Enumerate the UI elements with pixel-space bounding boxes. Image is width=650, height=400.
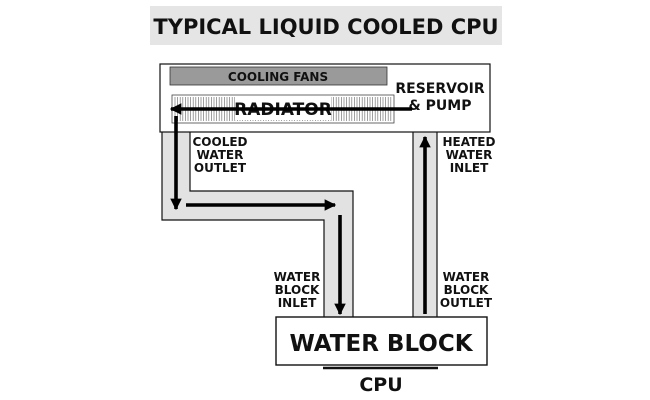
return-tube-loop	[161, 119, 354, 321]
svg-text:OUTLET: OUTLET	[194, 161, 247, 175]
svg-text:WATER: WATER	[443, 270, 490, 284]
title-band	[150, 6, 502, 45]
water-block-inlet-label: WATER BLOCK INLET	[274, 270, 321, 310]
svg-text:OUTLET: OUTLET	[440, 296, 493, 310]
svg-text:COOLED: COOLED	[192, 135, 247, 149]
svg-text:HEATED: HEATED	[443, 135, 496, 149]
reservoir-pump-label-line2: & PUMP	[409, 98, 472, 114]
water-block	[275, 316, 488, 366]
reservoir-pump-label-line1: RESERVOIR	[395, 81, 484, 97]
cooled-water-outlet-label: COOLED WATER OUTLET	[192, 135, 247, 175]
heated-water-inlet-label: HEATED WATER INLET	[443, 135, 496, 175]
cooling-fans-label: COOLING FANS	[228, 70, 328, 84]
flow-arrows	[169, 103, 431, 316]
svg-text:BLOCK: BLOCK	[275, 283, 320, 297]
cpu-label: CPU	[359, 374, 402, 396]
svg-text:INLET: INLET	[450, 161, 489, 175]
cooling-fans-bar	[169, 66, 388, 86]
water-block-label: WATER BLOCK	[289, 331, 473, 357]
svg-text:WATER: WATER	[274, 270, 321, 284]
svg-text:WATER: WATER	[197, 148, 244, 162]
svg-text:BLOCK: BLOCK	[444, 283, 489, 297]
water-block-outlet-label: WATER BLOCK OUTLET	[440, 270, 493, 310]
diagram-title: TYPICAL LIQUID COOLED CPU	[153, 15, 498, 39]
svg-text:INLET: INLET	[278, 296, 317, 310]
svg-text:WATER: WATER	[446, 148, 493, 162]
